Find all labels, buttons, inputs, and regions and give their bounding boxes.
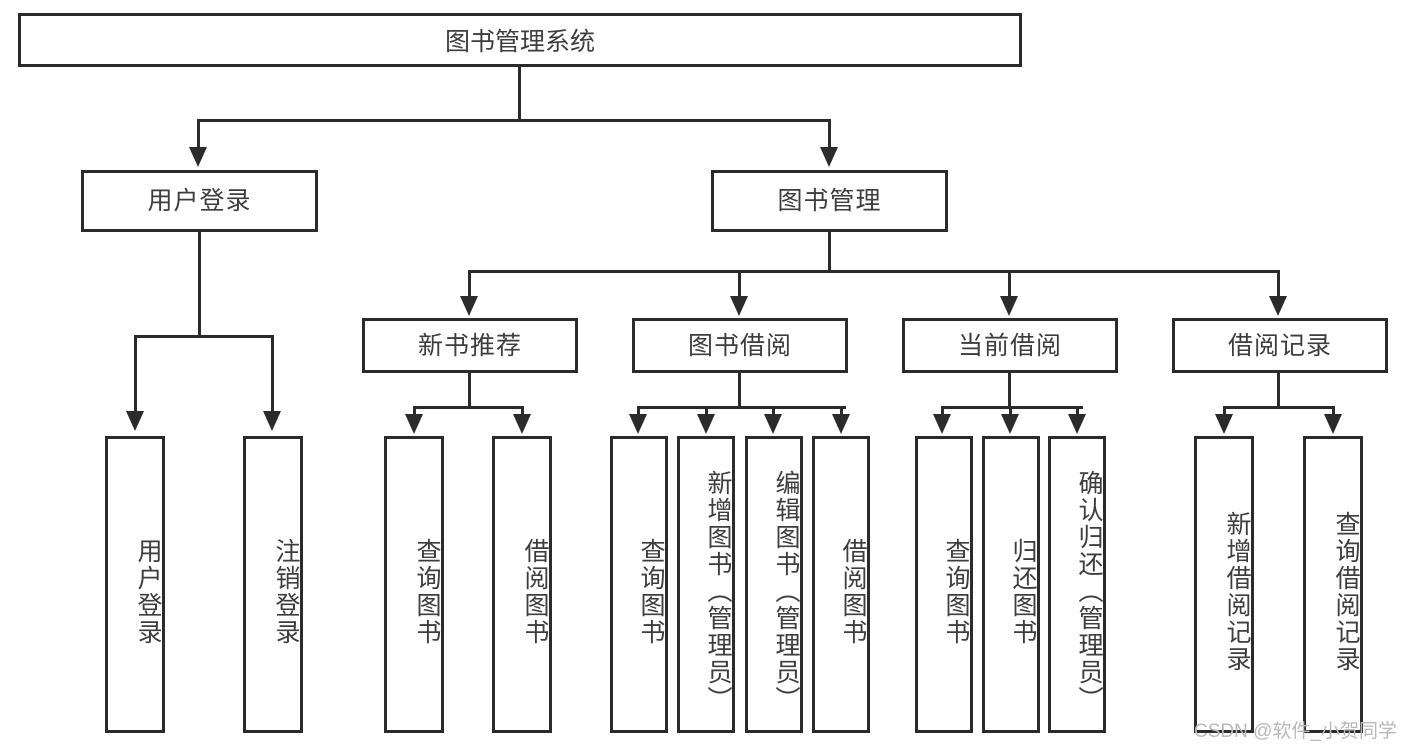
- arrowhead-leaf-query-book-nb: [405, 414, 423, 434]
- node-label: 图书管理系统: [444, 28, 595, 56]
- node-label: 新增借阅记录: [1223, 510, 1251, 673]
- connector-current-borrow-child-1: [941, 406, 944, 416]
- arrowhead-borrow-record: [1269, 296, 1287, 316]
- connector-current-borrow-child-3: [1076, 406, 1079, 416]
- connector-book-borrow-child-2: [705, 406, 708, 416]
- connector-new-book-child-2: [521, 406, 524, 416]
- node-label: 借阅记录: [1227, 331, 1332, 360]
- node-label: 查询图书: [413, 537, 441, 646]
- connector-current-borrow-stem: [1008, 373, 1011, 408]
- leaf-borrow-book-bb[interactable]: 借阅图书: [812, 436, 870, 733]
- leaf-borrow-book-new[interactable]: 借阅图书: [492, 436, 552, 733]
- connector-borrow-record-child-1: [1223, 406, 1226, 416]
- connector-root-stem: [518, 67, 521, 119]
- connector-book-mgmt-stem: [828, 232, 831, 272]
- connector-borrow-record-bar: [1223, 406, 1335, 409]
- arrowhead-leaf-borrow-book-bb: [832, 414, 850, 434]
- node-new-book-recommend[interactable]: 新书推荐: [362, 318, 578, 373]
- node-label: 用户登录: [147, 187, 252, 215]
- node-book-borrow[interactable]: 图书借阅: [632, 318, 848, 373]
- node-label: 注销登录: [272, 537, 300, 646]
- arrowhead-leaf-add-book: [697, 414, 715, 434]
- connector-book-mgmt-bar: [468, 270, 1280, 273]
- connector-user-login-child-2: [271, 335, 274, 413]
- connector-borrow-record-child-2: [1332, 406, 1335, 416]
- connector-root-bar: [197, 119, 831, 122]
- arrowhead-book-borrow: [730, 296, 748, 316]
- connector-user-login-bar: [134, 335, 274, 338]
- connector-current-borrow-child-2: [1009, 406, 1012, 416]
- arrowhead-leaf-logout: [263, 411, 281, 431]
- arrowhead-leaf-query-book-bb: [629, 414, 647, 434]
- leaf-query-borrow-record[interactable]: 查询借阅记录: [1303, 436, 1363, 733]
- connector-user-login-child-1: [134, 335, 137, 413]
- connector-book-mgmt-child-2: [738, 270, 741, 298]
- arrowhead-leaf-query-record: [1324, 414, 1342, 434]
- connector-book-borrow-child-4: [840, 406, 843, 416]
- connector-book-borrow-child-1: [637, 406, 640, 416]
- arrowhead-user-login: [189, 147, 207, 167]
- arrowhead-leaf-return-book: [1001, 414, 1019, 434]
- connector-root-to-book-mgmt: [828, 119, 831, 149]
- node-root-system[interactable]: 图书管理系统: [18, 13, 1022, 67]
- leaf-add-book-admin[interactable]: 新增图书（管理员）: [677, 436, 735, 733]
- arrowhead-leaf-query-book-cb: [933, 414, 951, 434]
- node-label: 编辑图书（管理员）: [772, 470, 800, 713]
- csdn-watermark: CSDN @软件_小贺同学: [1194, 721, 1397, 742]
- node-label: 查询图书: [637, 537, 665, 646]
- node-label: 新增图书（管理员）: [704, 470, 732, 713]
- arrowhead-book-mgmt: [820, 147, 838, 167]
- node-label: 查询图书: [942, 537, 970, 646]
- arrowhead-new-book-rec: [460, 296, 478, 316]
- node-label: 归还图书: [1009, 537, 1037, 646]
- leaf-logout[interactable]: 注销登录: [243, 436, 303, 733]
- connector-book-mgmt-child-4: [1277, 270, 1280, 298]
- connector-book-borrow-child-3: [772, 406, 775, 416]
- leaf-user-login[interactable]: 用户登录: [105, 436, 165, 733]
- node-label: 图书借阅: [687, 331, 792, 360]
- connector-book-borrow-bar: [637, 406, 846, 409]
- leaf-return-book[interactable]: 归还图书: [982, 436, 1040, 733]
- connector-book-borrow-stem: [738, 373, 741, 408]
- node-current-borrow[interactable]: 当前借阅: [902, 318, 1118, 373]
- node-book-management[interactable]: 图书管理: [711, 170, 948, 232]
- leaf-query-book-current[interactable]: 查询图书: [915, 436, 973, 733]
- arrowhead-current-borrow: [1000, 296, 1018, 316]
- node-label: 查询借阅记录: [1332, 510, 1360, 673]
- leaf-query-book-new[interactable]: 查询图书: [384, 436, 444, 733]
- connector-borrow-record-stem: [1277, 373, 1280, 408]
- connector-current-borrow-bar: [941, 406, 1083, 409]
- node-label: 借阅图书: [521, 537, 549, 646]
- node-label: 用户登录: [134, 537, 162, 646]
- leaf-query-book-borrow[interactable]: 查询图书: [610, 436, 668, 733]
- arrowhead-leaf-confirm-return: [1068, 414, 1086, 434]
- node-user-login[interactable]: 用户登录: [81, 170, 318, 232]
- connector-new-book-bar: [413, 406, 524, 409]
- node-label: 新书推荐: [417, 331, 522, 360]
- connector-new-book-child-1: [413, 406, 416, 416]
- connector-user-login-stem: [198, 232, 201, 337]
- connector-book-mgmt-child-1: [468, 270, 471, 298]
- node-borrow-record[interactable]: 借阅记录: [1172, 318, 1388, 373]
- leaf-edit-book-admin[interactable]: 编辑图书（管理员）: [745, 436, 803, 733]
- arrowhead-leaf-add-record: [1215, 414, 1233, 434]
- node-label: 图书管理: [777, 187, 882, 215]
- arrowhead-leaf-edit-book: [764, 414, 782, 434]
- leaf-confirm-return-admin[interactable]: 确认归还（管理员）: [1048, 436, 1106, 733]
- node-label: 当前借阅: [957, 331, 1062, 360]
- arrowhead-leaf-borrow-book-nb: [513, 414, 531, 434]
- leaf-add-borrow-record[interactable]: 新增借阅记录: [1194, 436, 1254, 733]
- connector-book-mgmt-child-3: [1008, 270, 1011, 298]
- arrowhead-leaf-user-login: [126, 411, 144, 431]
- node-label: 确认归还（管理员）: [1075, 470, 1103, 713]
- node-label: 借阅图书: [839, 537, 867, 646]
- connector-new-book-stem: [468, 373, 471, 408]
- connector-root-to-user-login: [197, 119, 200, 149]
